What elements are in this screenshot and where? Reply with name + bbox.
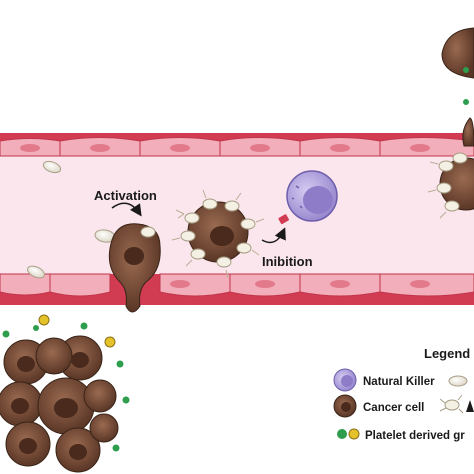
cancer-cell-top-right — [441, 27, 474, 105]
endothelium-bottom — [0, 273, 474, 297]
platelet-icon — [42, 160, 62, 174]
granules — [2, 314, 130, 452]
legend-item-granules: Platelet derived gr — [337, 428, 465, 442]
endothelium-nuclei-top — [20, 144, 430, 152]
legend-item-nk: Natural Killer — [333, 368, 468, 392]
legend-label-granules: Platelet derived gr — [365, 430, 465, 442]
legend-label-nk: Natural Killer — [363, 376, 435, 388]
platelet-icon — [448, 375, 468, 387]
tumor-cluster — [0, 335, 119, 473]
inhibition-block-icon — [278, 214, 289, 225]
activated-platelet-icon — [439, 394, 464, 414]
legend: Legend Natural Killer Cancer cell Platel… — [333, 346, 474, 442]
platelet-icon — [27, 265, 45, 279]
inhibition-label: Inibition — [262, 254, 313, 269]
platelet-cloaked-cancer-cell — [171, 189, 265, 279]
cloaked-cancer-cell-right — [427, 152, 474, 219]
inhibition-arrow — [261, 227, 286, 244]
resting-platelets — [27, 160, 116, 279]
legend-label-cancer: Cancer cell — [363, 402, 424, 414]
cancer-cell-wall-right — [462, 117, 474, 147]
activation-arrow — [111, 202, 142, 217]
activated-platelet-icon — [140, 226, 156, 238]
activation-label: Activation — [94, 188, 157, 203]
legend-item-cancer: Cancer cell — [333, 394, 474, 418]
nucleus — [124, 247, 144, 265]
platelet-granule-icon — [337, 428, 360, 440]
endothelium-top — [0, 137, 474, 157]
extravasating-cancer-cell — [108, 223, 161, 313]
nk-cell — [286, 170, 338, 222]
legend-title: Legend — [424, 346, 470, 361]
